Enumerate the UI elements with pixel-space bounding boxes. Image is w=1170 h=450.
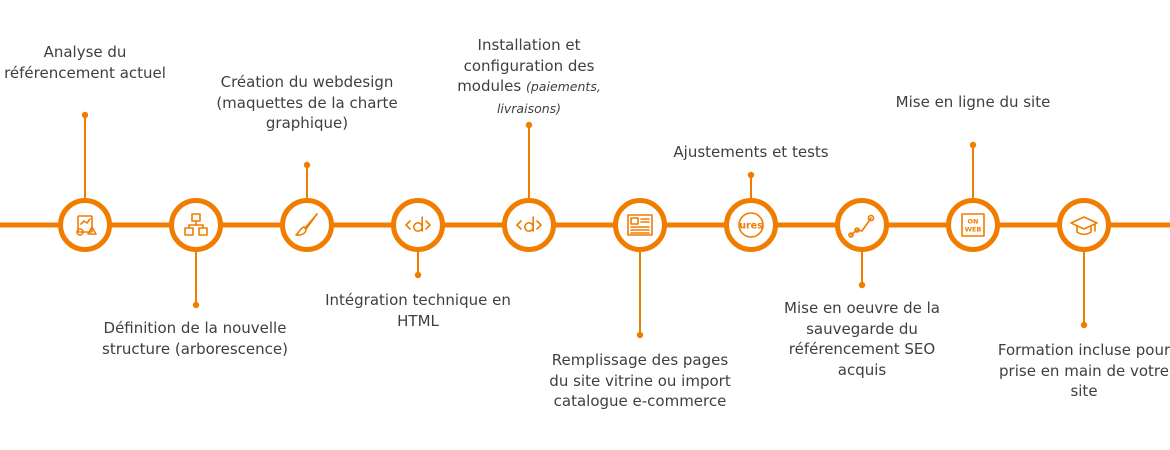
connector-dot	[636, 331, 644, 339]
step-label: Définition de la nouvelle structure (arb…	[102, 319, 288, 358]
on-web-icon-text: WEB	[965, 226, 982, 234]
connector-dot	[858, 281, 866, 289]
step-node	[1057, 198, 1111, 252]
step-node	[502, 198, 556, 252]
code-tag-icon	[516, 216, 542, 232]
on-web-icon-text: ON	[968, 218, 979, 226]
step-node-ring	[613, 198, 667, 252]
step-node-ring	[724, 198, 778, 252]
badge-icon: ures	[738, 212, 764, 238]
badge-icon-text: ures	[739, 221, 763, 232]
step-node-ring	[1057, 198, 1111, 252]
code-tag-icon	[405, 216, 431, 232]
step-label: Intégration technique en HTML	[325, 291, 511, 330]
step-label: Installation et configuration des module…	[457, 36, 601, 116]
step-label: Mise en oeuvre de la sauvegarde du référ…	[784, 299, 940, 379]
connector-dot	[525, 121, 533, 129]
paintbrush-icon	[295, 213, 318, 236]
step-label: Formation incluse pour prise en main de …	[997, 341, 1170, 400]
step-label: Remplissage des pages du site vitrine ou…	[549, 351, 731, 410]
step-node-ring	[502, 198, 556, 252]
step-node: ures	[724, 198, 778, 252]
step-node	[391, 198, 445, 252]
step-node	[58, 198, 112, 252]
step-node	[835, 198, 889, 252]
step-node	[169, 198, 223, 252]
connector-dot	[747, 171, 755, 179]
step-node-ring	[835, 198, 889, 252]
step-label: Analyse du référencement actuel	[4, 43, 166, 82]
growth-line-icon	[848, 214, 875, 238]
connector-dot	[81, 111, 89, 119]
sitemap-icon	[184, 213, 208, 236]
connector-dot	[969, 141, 977, 149]
step-node	[280, 198, 334, 252]
step-node-ring	[58, 198, 112, 252]
connector-dot	[303, 161, 311, 169]
connector-dot	[414, 271, 422, 279]
step-label: Création du webdesign (maquettes de la c…	[216, 73, 398, 132]
step-node	[613, 198, 667, 252]
step-note: (paiements, livraisons)	[496, 79, 601, 116]
seo-analysis-icon	[76, 215, 97, 236]
connector-dot	[192, 301, 200, 309]
step-label: Ajustements et tests	[673, 143, 829, 161]
step-node-ring	[946, 198, 1000, 252]
step-label: Mise en ligne du site	[895, 93, 1051, 111]
page-layout-icon	[627, 214, 653, 236]
graduation-cap-icon	[1070, 216, 1098, 236]
connector-dot	[1080, 321, 1088, 329]
step-node-ring	[391, 198, 445, 252]
